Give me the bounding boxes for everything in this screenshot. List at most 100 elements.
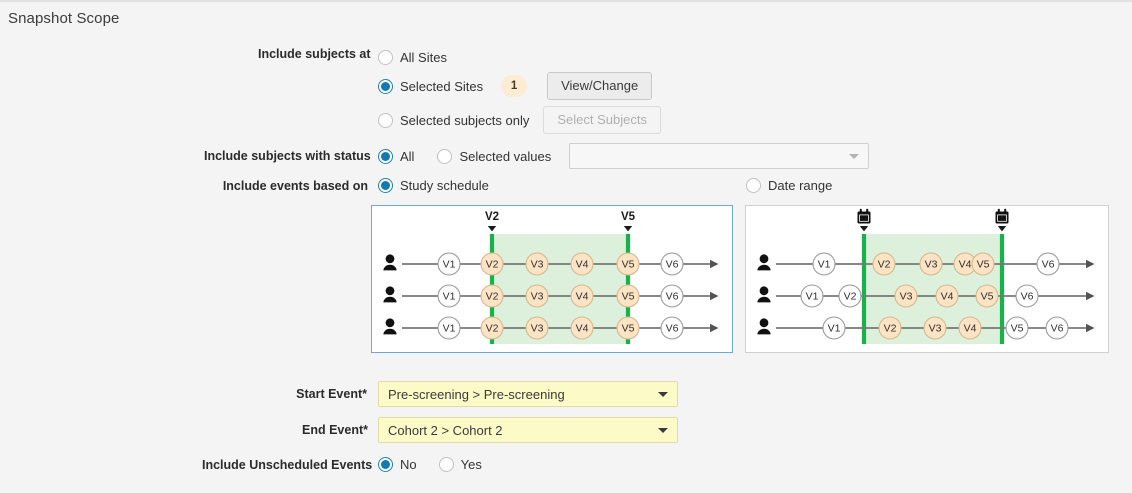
radio-selected-sites[interactable]: Selected Sites	[378, 78, 483, 94]
radio-selected-subjects-only[interactable]: Selected subjects only	[378, 112, 529, 128]
visit-node[interactable]: V3	[525, 316, 549, 340]
radio-all-sites[interactable]: All Sites	[378, 45, 447, 69]
radio-date-range[interactable]: Date range	[746, 178, 832, 193]
visit-node[interactable]: V2	[480, 284, 504, 308]
radio-study-schedule-label: Study schedule	[400, 178, 489, 193]
radio-unscheduled-no[interactable]: No	[378, 457, 417, 472]
radio-unscheduled-no-dot[interactable]	[378, 457, 393, 472]
person-icon	[757, 254, 771, 271]
radio-selected-subjects-only-dot[interactable]	[378, 112, 393, 128]
visit-node[interactable]: V4	[935, 284, 959, 308]
visit-node[interactable]: V4	[570, 252, 594, 276]
selected-sites-group: Selected Sites 1 View/Change	[378, 69, 661, 103]
view-change-button[interactable]: View/Change	[547, 72, 653, 100]
visit-node-label: V3	[900, 291, 913, 303]
marker-label: V5	[621, 211, 636, 223]
visit-node-label: V6	[1042, 259, 1055, 271]
visit-node-label: V6	[666, 291, 679, 303]
visit-node[interactable]: V5	[616, 284, 640, 308]
visit-node[interactable]: V4	[570, 316, 594, 340]
visit-node[interactable]: V1	[800, 284, 824, 308]
page-title: Snapshot Scope	[8, 10, 120, 27]
visit-node-label: V4	[964, 323, 977, 335]
select-subjects-button[interactable]: Select Subjects	[543, 106, 661, 134]
visit-node-label: V5	[622, 259, 635, 271]
end-event-select[interactable]: Cohort 2 > Cohort 2	[378, 417, 678, 443]
timeline-arrow	[1086, 291, 1095, 301]
visit-node-label: V3	[925, 259, 938, 271]
visit-node[interactable]: V5	[616, 252, 640, 276]
selected-subjects-group: Selected subjects only Select Subjects	[378, 103, 661, 137]
visit-node[interactable]: V6	[1045, 316, 1069, 340]
end-event-row: End Event* Cohort 2 > Cohort 2	[302, 417, 678, 443]
radio-all-sites-dot[interactable]	[378, 49, 393, 65]
visit-node[interactable]: V3	[923, 316, 947, 340]
visit-node-label: V2	[878, 259, 891, 271]
radio-unscheduled-yes-dot[interactable]	[438, 457, 454, 472]
visit-node[interactable]: V3	[525, 284, 549, 308]
visit-node[interactable]: V4	[570, 284, 594, 308]
visit-node[interactable]: V6	[1015, 284, 1039, 308]
visit-node[interactable]: V2	[838, 284, 862, 308]
person-icon	[757, 286, 771, 303]
person-icon	[383, 286, 397, 303]
include-subjects-at-label: Include subjects at	[258, 47, 371, 61]
visit-node[interactable]: V3	[919, 252, 943, 276]
timeline-arrow	[710, 259, 719, 269]
visit-node[interactable]: V1	[437, 252, 461, 276]
timeline-arrow	[710, 291, 719, 301]
visit-node[interactable]: V6	[660, 284, 684, 308]
visit-node[interactable]: V3	[525, 252, 549, 276]
visit-node[interactable]: V2	[480, 252, 504, 276]
visit-node[interactable]: V2	[878, 316, 902, 340]
visit-node[interactable]: V1	[437, 284, 461, 308]
status-values-select[interactable]	[569, 143, 870, 169]
radio-status-selected-values[interactable]: Selected values	[437, 148, 551, 164]
include-events-based-on-row: Include events based on Study schedule	[222, 178, 489, 193]
radio-selected-sites-dot[interactable]	[378, 78, 393, 94]
date-range-option-row: Date range	[746, 178, 832, 193]
radio-status-selected-values-dot[interactable]	[437, 148, 453, 164]
marker-label: V2	[485, 211, 499, 223]
radio-status-all[interactable]: All	[378, 148, 414, 164]
visit-node[interactable]: V2	[872, 252, 896, 276]
radio-study-schedule[interactable]: Study schedule	[378, 178, 489, 193]
selection-band	[492, 234, 628, 344]
visit-node[interactable]: V5	[971, 252, 995, 276]
visit-node[interactable]: V5	[975, 284, 999, 308]
visit-node[interactable]: V1	[437, 316, 461, 340]
visit-node[interactable]: V1	[812, 252, 836, 276]
visit-node-label: V4	[576, 291, 589, 303]
visit-node[interactable]: V6	[1036, 252, 1060, 276]
visit-node-label: V6	[1051, 323, 1064, 335]
visit-node[interactable]: V4	[958, 316, 982, 340]
visit-node[interactable]: V1	[822, 316, 846, 340]
radio-date-range-dot[interactable]	[746, 178, 761, 193]
include-unscheduled-events-label: Include Unscheduled Events	[202, 457, 373, 472]
end-event-label: End Event*	[302, 423, 368, 437]
visit-node-label: V1	[806, 291, 819, 303]
include-subjects-with-status-row: Include subjects with status All Selecte…	[204, 143, 870, 169]
visit-node-label: V5	[622, 291, 635, 303]
marker-caret	[997, 226, 1007, 232]
start-event-select[interactable]: Pre-screening > Pre-screening	[378, 381, 678, 407]
visit-node[interactable]: V6	[660, 316, 684, 340]
visit-node[interactable]: V5	[1005, 316, 1029, 340]
person-icon	[383, 318, 397, 335]
radio-unscheduled-yes[interactable]: Yes	[438, 457, 482, 472]
visit-node[interactable]: V3	[894, 284, 918, 308]
radio-unscheduled-yes-label: Yes	[460, 457, 482, 472]
radio-all-sites-label: All Sites	[400, 49, 447, 65]
visit-node-label: V6	[666, 323, 679, 335]
visit-node-label: V1	[818, 259, 831, 271]
visit-node[interactable]: V2	[480, 316, 504, 340]
visit-node[interactable]: V6	[660, 252, 684, 276]
visit-node[interactable]: V5	[616, 316, 640, 340]
radio-status-all-dot[interactable]	[378, 148, 393, 164]
radio-study-schedule-dot[interactable]	[378, 178, 393, 193]
chevron-down-icon	[658, 392, 668, 397]
